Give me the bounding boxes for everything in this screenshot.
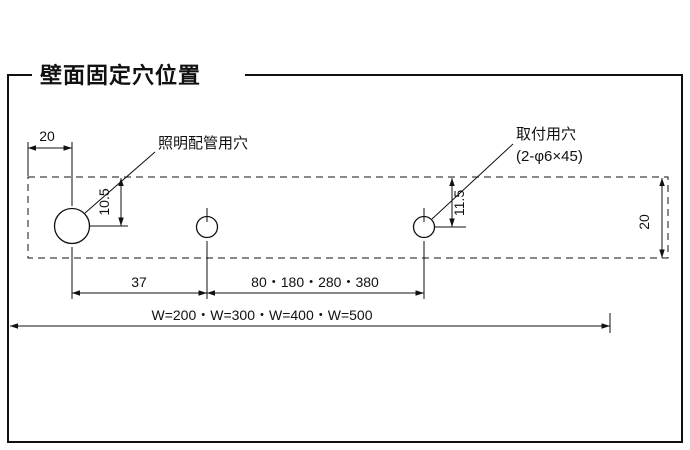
dim-37-label: 37 bbox=[131, 274, 147, 290]
lighting-hole-label: 照明配管用穴 bbox=[158, 135, 248, 152]
dim-20-right-label: 20 bbox=[636, 214, 652, 230]
page-title: 壁面固定穴位置 bbox=[40, 63, 201, 88]
panel-outline bbox=[27, 176, 669, 259]
dim-11-5-label: 11.5 bbox=[451, 190, 467, 216]
dim-20-top-label: 20 bbox=[39, 128, 55, 144]
dim-10-5-label: 10.5 bbox=[96, 188, 112, 215]
leader-line-lighting bbox=[84, 151, 156, 214]
lighting-hole-circle bbox=[53, 207, 91, 245]
border-frame bbox=[7, 74, 683, 443]
mounting-hole-label: 取付用穴 bbox=[516, 126, 576, 143]
leader-line-mounting bbox=[431, 143, 514, 220]
dim-pitch-series-label: 80・180・280・380 bbox=[251, 274, 379, 290]
dim-overall-width-label: W=200・W=300・W=400・W=500 bbox=[152, 307, 373, 323]
mounting-hole-spec: (2-φ6×45) bbox=[516, 148, 583, 165]
